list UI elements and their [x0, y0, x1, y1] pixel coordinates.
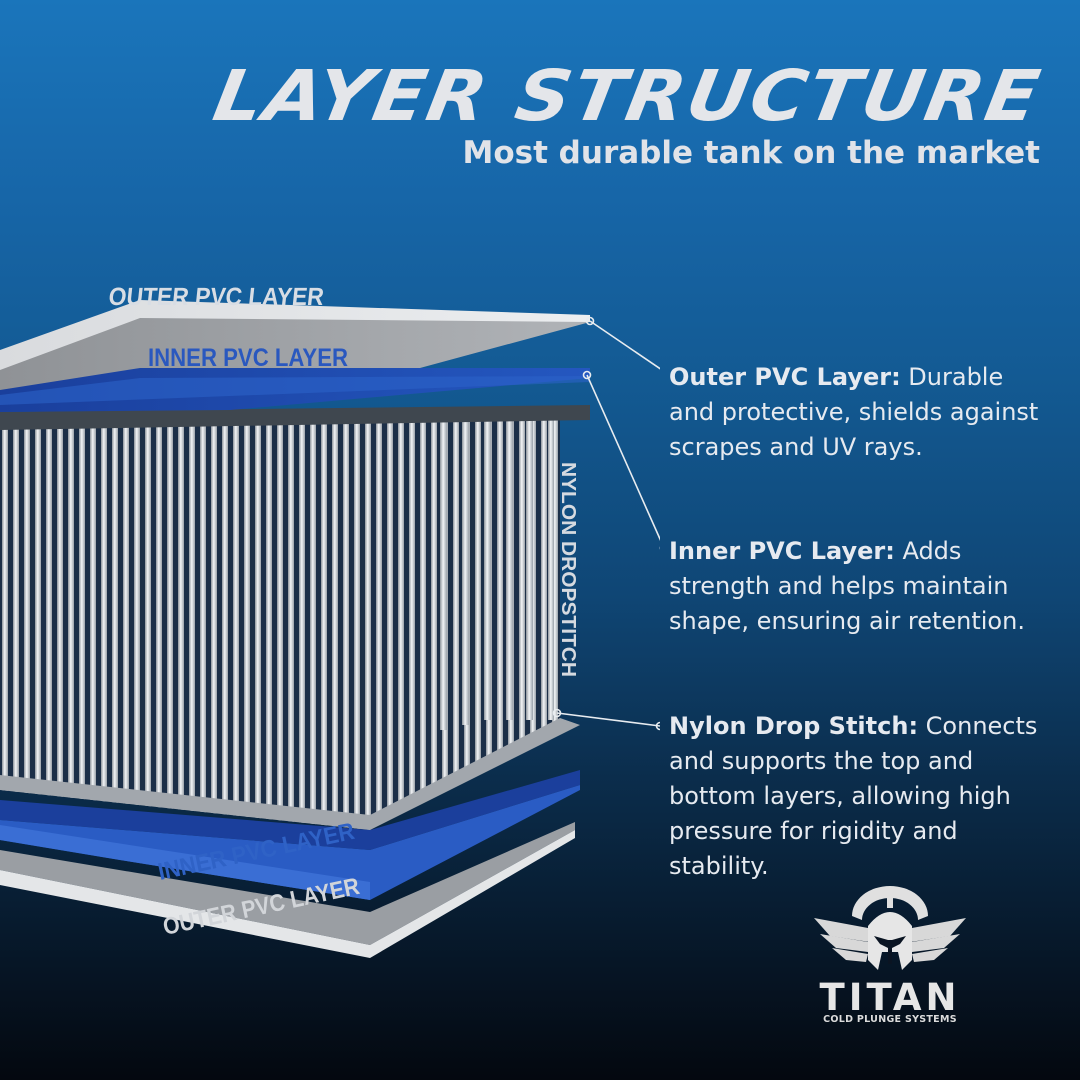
- brand-name: TITAN: [819, 976, 961, 1019]
- label-nylon-dropstitch: NYLON DROPSTITCH: [557, 462, 579, 677]
- description-inner-pvc: Inner PVC Layer: Adds strength and helps…: [669, 534, 1049, 639]
- description-text: Adds strength and helps maintain shape, …: [669, 537, 1025, 635]
- label-outer-pvc-top: OUTER PVC LAYER: [107, 283, 325, 311]
- brand-tagline: COLD PLUNGE SYSTEMS: [823, 1014, 957, 1025]
- dropstitch-rods: [0, 420, 560, 830]
- titan-logo: TITAN COLD PLUNGE SYSTEMS: [810, 878, 970, 1028]
- description-nylon-drop-stitch: Nylon Drop Stitch: Connects and supports…: [669, 709, 1049, 884]
- page-subtitle: Most durable tank on the market: [462, 135, 1040, 171]
- spartan-helmet-wings-icon: [814, 886, 966, 970]
- page-title: LAYER STRUCTURE: [207, 55, 1048, 137]
- description-term: Outer PVC Layer:: [669, 363, 901, 391]
- description-term: Nylon Drop Stitch:: [669, 712, 919, 740]
- label-inner-pvc-top: INNER PVC LAYER: [148, 344, 348, 372]
- description-outer-pvc: Outer PVC Layer: Durable and protective,…: [669, 360, 1049, 465]
- description-term: Inner PVC Layer:: [669, 537, 895, 565]
- description-text: Connects and supports the top and bottom…: [669, 712, 1038, 880]
- layer-structure-illustration: OUTER PVC LAYER INNER PVC LAYER INNER PV…: [0, 250, 670, 970]
- description-text: Durable and protective, shields against …: [669, 363, 1039, 461]
